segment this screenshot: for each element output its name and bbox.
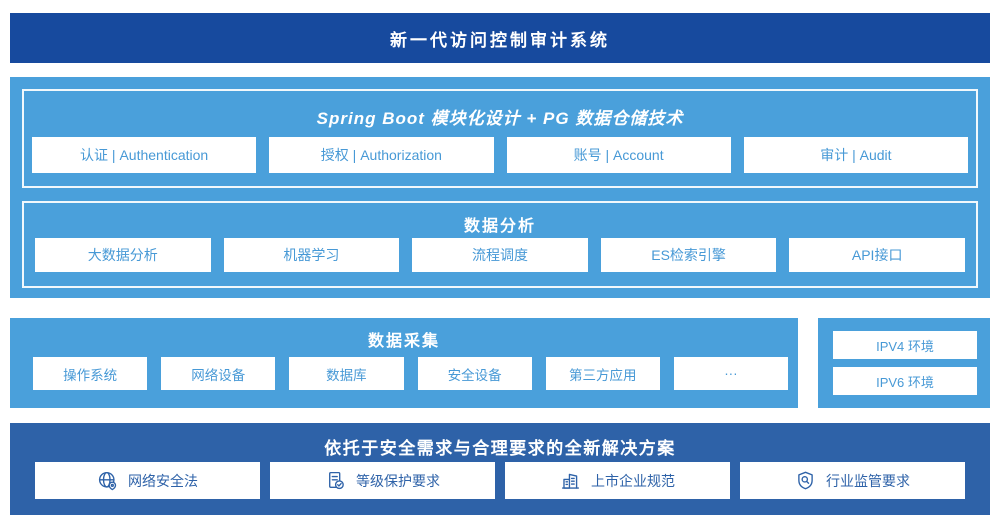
- chip-security-device: 安全设备: [417, 357, 532, 390]
- chip-machine-learning: 机器学习: [223, 238, 400, 272]
- chip-ellipsis-more: ···: [673, 357, 789, 390]
- chip-label: 行业监管要求: [826, 472, 910, 489]
- chip-ipv4-environment: IPV4 环境: [833, 331, 977, 359]
- analysis-chip-row: 大数据分析 机器学习 流程调度 ES检索引擎 API接口: [35, 238, 965, 272]
- chip-label: 上市企业规范: [591, 472, 675, 489]
- data-analysis-title: 数据分析: [463, 218, 536, 235]
- chip-classified-protection: 等级保护要求: [270, 462, 495, 499]
- collection-chip-row: 操作系统 网络设备 数据库 安全设备 第三方应用 ···: [33, 357, 789, 390]
- chip-api-interface: API接口: [789, 238, 965, 272]
- solution-chip-row: 网络安全法 等级保护要求: [35, 462, 965, 499]
- framework-chip-row: 认证 | Authentication 授权 | Authorization 账…: [32, 137, 968, 173]
- chip-label: 等级保护要求: [356, 472, 440, 489]
- chip-audit: 审计 | Audit: [743, 137, 968, 173]
- chip-es-search-engine: ES检索引擎: [600, 238, 777, 272]
- chip-authentication: 认证 | Authentication: [32, 137, 257, 173]
- chip-big-data-analysis: 大数据分析: [35, 238, 211, 272]
- solution-title: 依托于安全需求与合理要求的全新解决方案: [324, 439, 676, 458]
- chip-third-party-app: 第三方应用: [545, 357, 660, 390]
- ip-environment-section: IPV4 环境 IPV6 环境: [818, 318, 990, 408]
- platform-section: Spring Boot 模块化设计 + PG 数据仓储技术 认证 | Authe…: [10, 77, 990, 298]
- chip-account: 账号 | Account: [506, 137, 731, 173]
- chip-database: 数据库: [289, 357, 404, 390]
- chip-label: 网络安全法: [128, 472, 198, 489]
- chip-authorization: 授权 | Authorization: [269, 137, 494, 173]
- globe-network-icon: [97, 470, 118, 491]
- chip-cybersecurity-law: 网络安全法: [35, 462, 260, 499]
- data-collection-section: 数据采集 操作系统 网络设备 数据库 安全设备 第三方应用 ···: [10, 318, 798, 408]
- chip-industry-regulation: 行业监管要求: [740, 462, 965, 499]
- data-analysis-panel: 数据分析 大数据分析 机器学习 流程调度 ES检索引擎 API接口: [22, 201, 978, 288]
- page-title: 新一代访问控制审计系统: [390, 30, 610, 50]
- framework-panel-title: Spring Boot 模块化设计 + PG 数据仓储技术: [316, 109, 684, 128]
- chip-listed-company-standard: 上市企业规范: [505, 462, 730, 499]
- chip-ipv6-environment: IPV6 环境: [833, 367, 977, 395]
- chip-workflow-scheduling: 流程调度: [412, 238, 588, 272]
- data-collection-title: 数据采集: [367, 333, 440, 350]
- chip-network-device: 网络设备: [161, 357, 276, 390]
- page-title-banner: 新一代访问控制审计系统: [10, 13, 990, 63]
- building-icon: [560, 470, 581, 491]
- framework-panel: Spring Boot 模块化设计 + PG 数据仓储技术 认证 | Authe…: [22, 89, 978, 188]
- shield-search-icon: [795, 470, 816, 491]
- document-check-icon: [325, 470, 346, 491]
- solution-section: 依托于安全需求与合理要求的全新解决方案 网络安全法: [10, 423, 990, 515]
- chip-operating-system: 操作系统: [33, 357, 148, 390]
